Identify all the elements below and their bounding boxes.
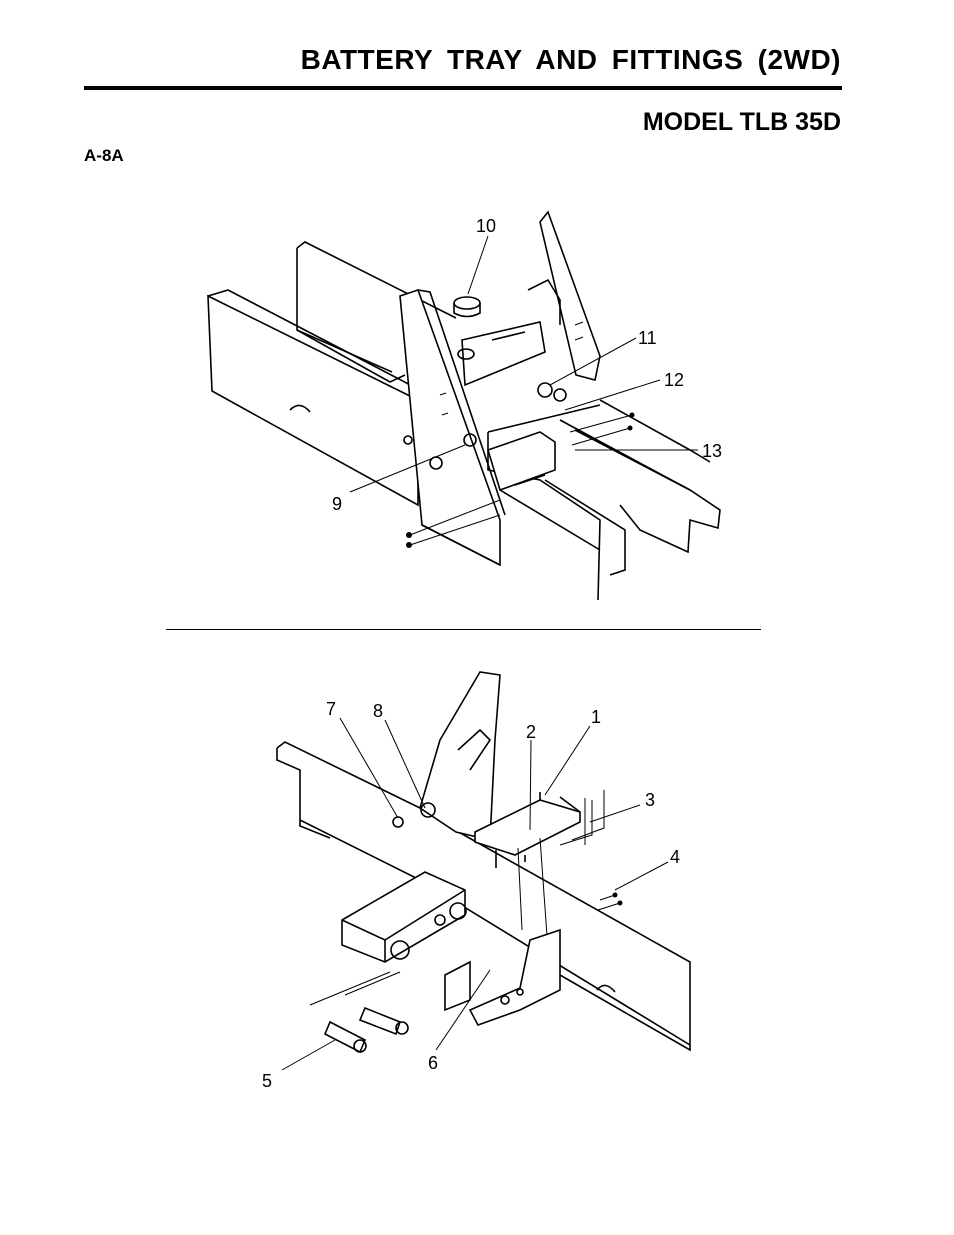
callout-3: 3 [645,790,655,810]
callout-8: 8 [373,701,383,721]
callout-13: 13 [702,441,722,461]
page-title: BATTERY TRAY AND FITTINGS (2WD) [300,44,841,75]
callout-11: 11 [638,328,657,348]
bottom-assembly-figure [276,671,691,1071]
top-assembly-figure [207,210,721,601]
callout-2: 2 [526,722,536,742]
callout-9: 9 [332,494,342,514]
callout-5: 5 [262,1071,272,1091]
top-callouts: 10 11 12 13 9 [332,216,722,514]
callout-1: 1 [591,707,601,727]
callout-10: 10 [476,216,496,236]
title-rule [84,86,842,90]
bottom-callouts: 7 8 2 1 3 4 5 6 [262,699,680,1091]
callout-7: 7 [326,699,336,719]
page-code: A-8A [84,146,124,165]
model-label: MODEL TLB 35D [642,108,841,136]
callout-6: 6 [428,1053,438,1073]
callout-12: 12 [664,370,684,390]
callout-4: 4 [670,847,680,867]
figure-divider [166,629,761,630]
